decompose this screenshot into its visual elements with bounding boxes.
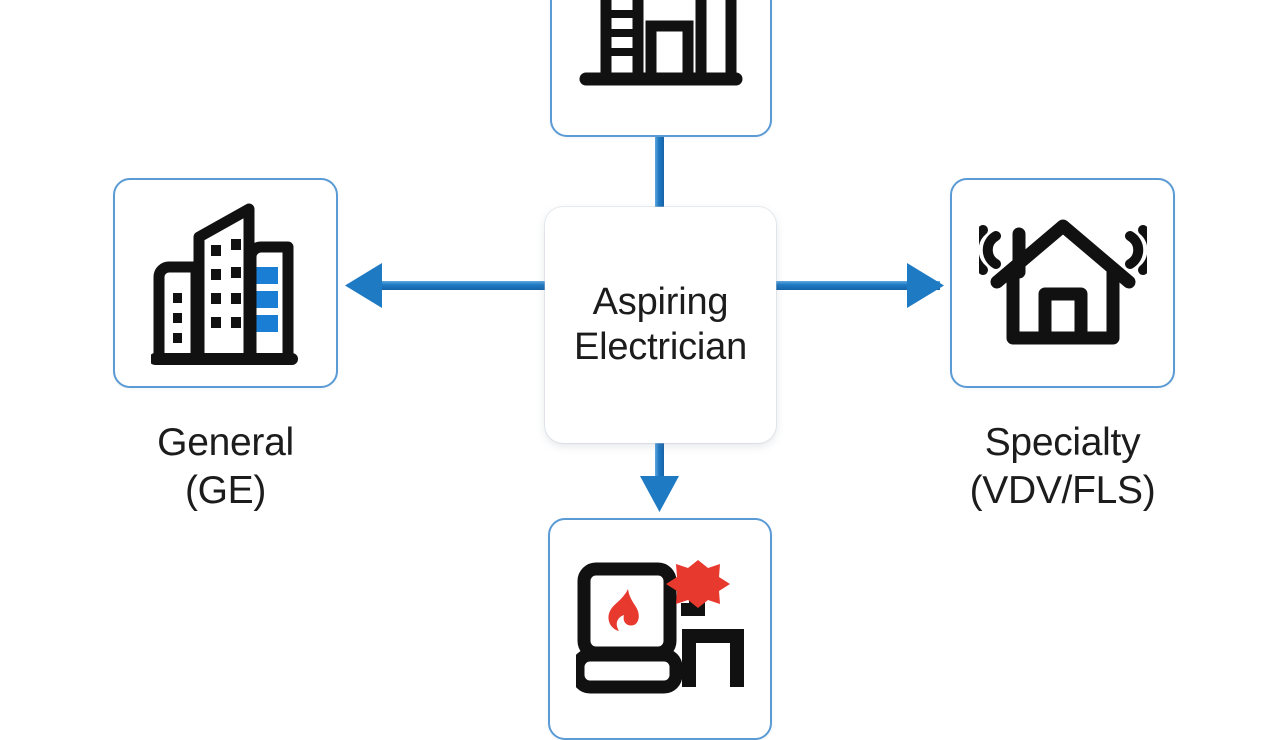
commercial-building-icon bbox=[150, 203, 298, 365]
connector-top bbox=[655, 136, 664, 210]
node-box-smart-home[interactable] bbox=[950, 178, 1175, 388]
connector-right-arrow bbox=[776, 263, 944, 308]
center-node-line1: Aspiring bbox=[592, 281, 729, 324]
caption-specialty-line1: Specialty bbox=[984, 421, 1141, 464]
caption-specialty: Specialty (VDV/FLS) bbox=[915, 419, 1210, 514]
flame-glyph bbox=[608, 589, 639, 631]
caption-general-line2: (GE) bbox=[184, 468, 267, 512]
alarm-burst-glyph bbox=[666, 560, 730, 608]
center-node-aspiring-electrician[interactable]: Aspiring Electrician bbox=[545, 207, 776, 443]
building-windows bbox=[172, 238, 241, 343]
center-node-line2: Electrician bbox=[573, 326, 748, 368]
caption-general-line1: General bbox=[157, 421, 294, 464]
fire-alarm-panel-icon bbox=[576, 560, 744, 694]
building-accent-windows bbox=[255, 266, 278, 332]
industrial-plant-icon bbox=[579, 0, 743, 85]
caption-specialty-line2: (VDV/FLS) bbox=[969, 468, 1156, 512]
node-box-industrial[interactable] bbox=[550, 0, 772, 137]
connector-down-arrow bbox=[640, 443, 679, 512]
diagram-canvas: General (GE) Aspiring Electrician bbox=[78, 0, 1210, 740]
center-node-label: Aspiring Electrician bbox=[568, 280, 753, 370]
caption-general: General (GE) bbox=[78, 419, 373, 514]
smart-home-icon bbox=[978, 219, 1147, 345]
connector-left-arrow bbox=[345, 263, 545, 308]
node-box-fire-alarm[interactable] bbox=[548, 518, 772, 740]
node-box-commercial[interactable] bbox=[113, 178, 338, 388]
